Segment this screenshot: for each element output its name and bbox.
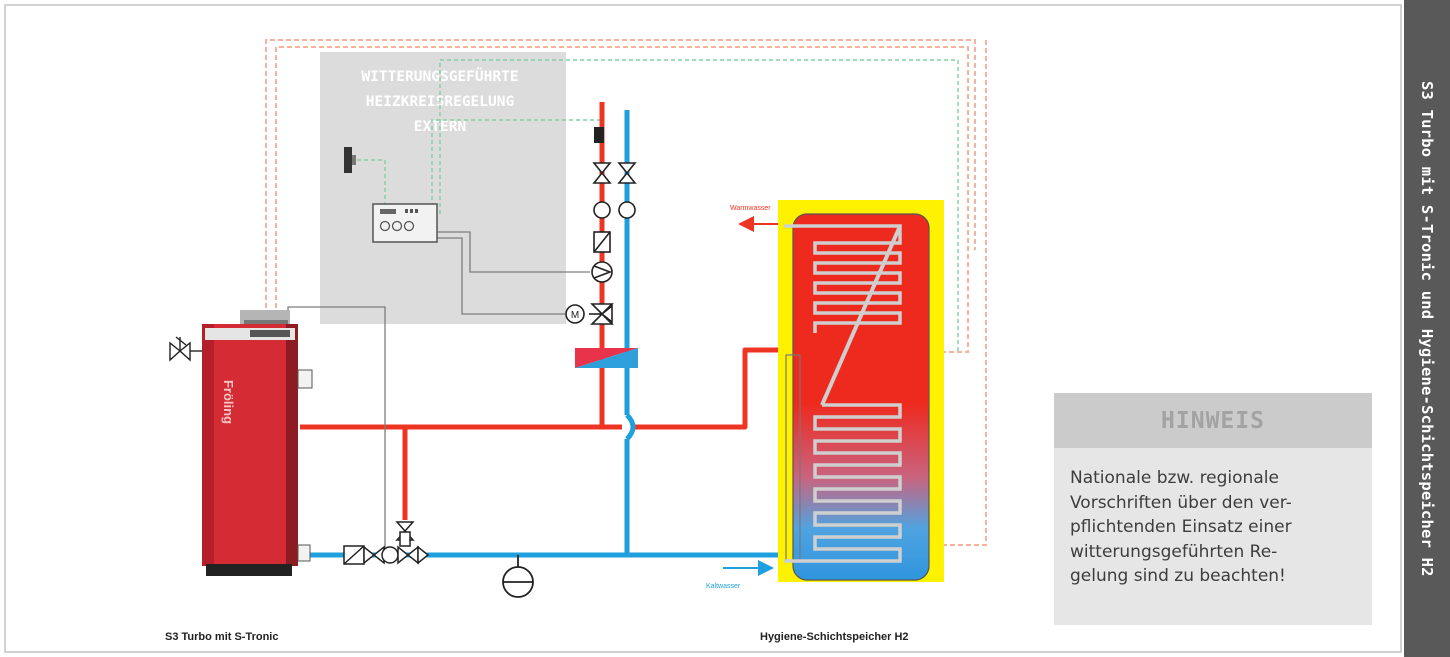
mixing-valve-icon [589, 303, 614, 325]
hydraulic-separator-icon [575, 348, 638, 368]
side-title-text: S3 Turbo mit S-Tronic und Hygiene-Schich… [1418, 80, 1436, 577]
note-line: pflichtenden Einsatz einer [1070, 517, 1292, 537]
side-title-bar [1404, 0, 1450, 657]
heating-schematic: WITTERUNGSGEFÜHRTE HEIZKREISREGELUNG EXT… [165, 39, 987, 643]
tank-heat-exchanger-upper [784, 224, 902, 406]
shutoff-valve-hot-icon [592, 162, 612, 184]
gauge-hot-icon [593, 201, 611, 219]
page-frame [4, 4, 1402, 653]
flow-sensor-icon [594, 127, 604, 143]
expansion-vessel-icon [502, 555, 534, 598]
control-zone-title-line-1: WITTERUNGSGEFÜHRTE [361, 67, 518, 85]
sensor-lines [357, 59, 959, 352]
cold-water-inlet: Kaltwasser [706, 560, 774, 590]
shutoff-valve-cold-icon [617, 162, 637, 184]
return-valve-group [343, 521, 430, 565]
gauge-cold-icon [618, 201, 636, 219]
note-body: Nationale bzw. regionale Vorschriften üb… [1070, 466, 1360, 589]
hot-water-outlet: Warmwasser [730, 205, 778, 232]
tank-heat-exchanger-lower [784, 403, 902, 563]
circulation-pump-icon [591, 261, 613, 283]
page-border [4, 4, 1402, 653]
svg-text:M: M [571, 310, 579, 321]
note-line: gelung sind zu beachten! [1070, 566, 1286, 586]
note-box: HINWEIS Nationale bzw. regionale Vorschr… [1054, 393, 1372, 625]
svg-text:Warmwasser: Warmwasser [730, 205, 771, 212]
boiler-signal-lines [265, 39, 987, 546]
svg-text:Fröling: Fröling [221, 380, 236, 424]
note-line: Vorschriften über den ver- [1070, 492, 1292, 513]
safety-valve-icon [169, 336, 202, 362]
check-valve-icon [593, 231, 611, 253]
side-title: S3 Turbo mit S-Tronic und Hygiene-Schich… [1404, 0, 1450, 657]
room-sensor-icon [344, 147, 356, 173]
external-control-zone [320, 52, 566, 324]
svg-text:Kaltwasser: Kaltwasser [706, 583, 741, 590]
note-heading-bar: HINWEIS [1054, 393, 1372, 448]
valve-motor-icon: M [565, 304, 585, 324]
note-line: witterungsgeführten Re- [1070, 541, 1278, 562]
boiler-caption: S3 Turbo mit S-Tronic [165, 631, 278, 643]
note-line: Nationale bzw. regionale [1070, 468, 1279, 488]
note-heading: HINWEIS [1161, 407, 1265, 434]
boiler-unit: Fröling [202, 310, 313, 576]
tank-caption: Hygiene-Schichtspeicher H2 [760, 631, 909, 643]
controller-unit-icon [372, 203, 438, 243]
